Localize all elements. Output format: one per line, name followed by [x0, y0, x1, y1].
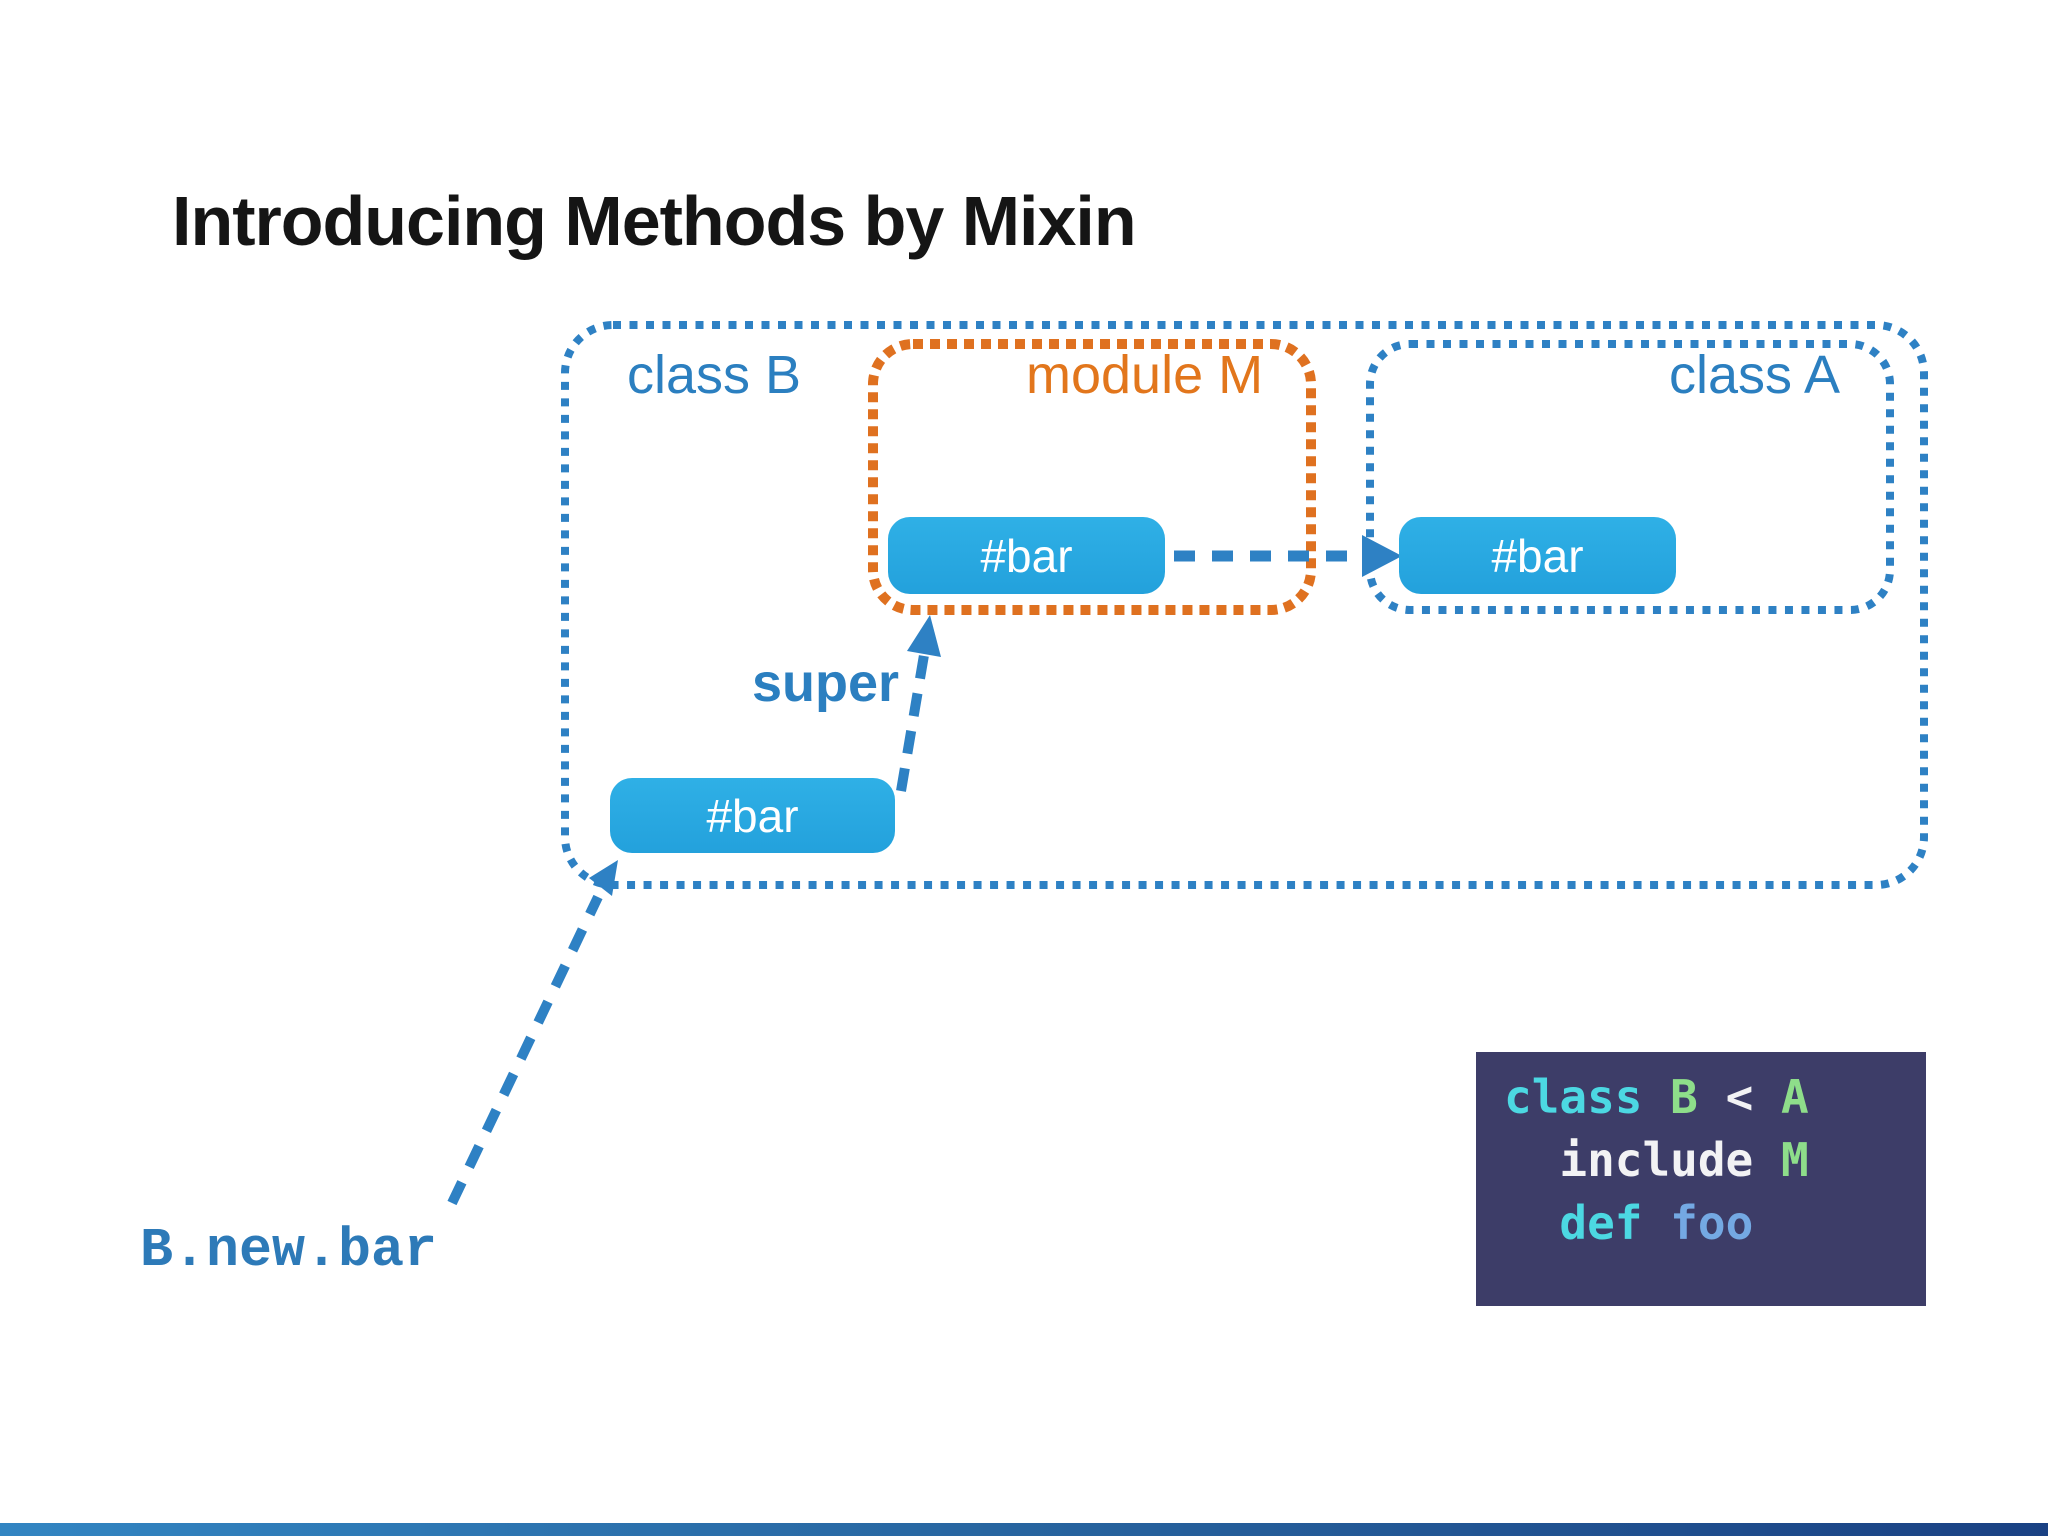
class-b-label: class B: [627, 345, 802, 405]
bar-method-class-a-label: #bar: [1491, 529, 1584, 582]
bar-method-module-m-label: #bar: [980, 529, 1073, 582]
bar-method-class-b: #bar: [610, 778, 895, 853]
bar-to-bar-arrowhead: [1362, 535, 1402, 577]
caller-expression: B.new.bar: [140, 1219, 438, 1282]
bar-method-class-a: #bar: [1399, 517, 1676, 594]
class-b-box: [561, 321, 1928, 889]
code-snippet: class B < A include M def foo: [1476, 1052, 1926, 1306]
code-token: B: [1670, 1070, 1698, 1124]
super-arrow: [896, 615, 941, 792]
footer-accent-bar: [0, 1523, 2048, 1536]
bar-to-bar-arrow: [1174, 535, 1402, 577]
code-token: include: [1504, 1133, 1781, 1187]
module-m-box: [868, 339, 1316, 615]
caller-arrowhead: [589, 860, 618, 896]
caller-arrow: [447, 860, 618, 1206]
code-token: def: [1504, 1196, 1643, 1250]
super-arrowhead: [907, 615, 941, 657]
bar-method-module-m: #bar: [888, 517, 1165, 594]
code-token: <: [1697, 1070, 1781, 1124]
bar-method-class-b-label: #bar: [706, 789, 799, 842]
module-m-label: module M: [1026, 345, 1264, 405]
code-line-2: include M: [1504, 1129, 1926, 1192]
code-token: A: [1780, 1070, 1809, 1124]
code-line-1: class B < A: [1504, 1066, 1926, 1129]
code-line-3: def foo: [1504, 1192, 1926, 1255]
code-token: foo: [1642, 1196, 1754, 1250]
code-token: M: [1780, 1133, 1809, 1187]
super-label: super: [752, 653, 900, 713]
class-a-box: [1366, 340, 1894, 614]
code-token: class: [1504, 1070, 1671, 1124]
slide-title: Introducing Methods by Mixin: [172, 182, 1137, 260]
class-a-label: class A: [1669, 345, 1841, 405]
